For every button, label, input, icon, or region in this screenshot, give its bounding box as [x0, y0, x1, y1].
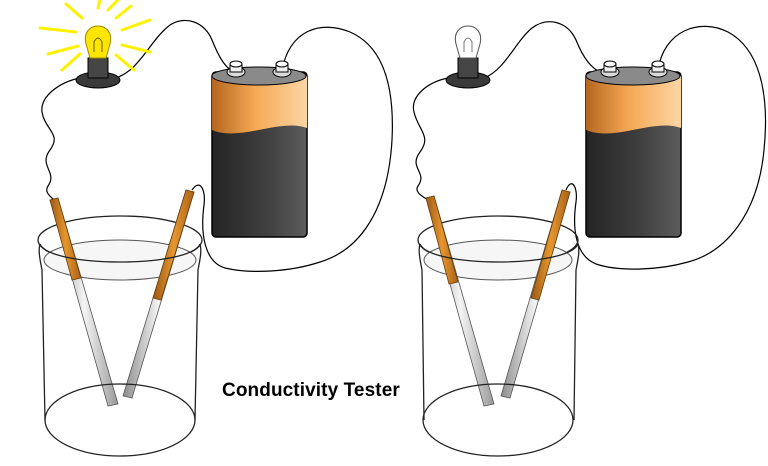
- wire-battery-to-right-electrode: [565, 25, 767, 270]
- beaker: [38, 243, 202, 457]
- battery: [585, 60, 682, 238]
- right-electrode: [500, 189, 571, 399]
- battery-terminal-icon: [600, 60, 620, 78]
- battery-terminal-icon: [226, 60, 246, 78]
- left-tester: [37, 0, 393, 457]
- battery-terminal-icon: [648, 60, 668, 78]
- water-surface: [43, 239, 197, 281]
- left-electrode: [425, 195, 495, 407]
- left-electrode: [49, 197, 119, 407]
- wire-bulb-to-left-electrode: [412, 77, 449, 201]
- wire-battery-to-right-electrode: [191, 26, 393, 272]
- beaker: [418, 243, 580, 457]
- unlit-bulb-icon: [445, 25, 491, 89]
- diagram-caption: Conductivity Tester: [222, 380, 400, 401]
- wire-bulb-to-battery: [483, 21, 601, 79]
- right-tester: [412, 21, 767, 457]
- water-surface: [423, 239, 573, 281]
- lit-bulb-icon: [75, 25, 121, 89]
- battery-terminal-icon: [272, 60, 292, 78]
- wire-bulb-to-left-electrode: [41, 77, 81, 201]
- right-electrode: [122, 189, 195, 399]
- battery: [211, 60, 308, 238]
- wire-bulb-to-battery: [115, 19, 235, 79]
- bulb-glow-rays: [38, 0, 152, 72]
